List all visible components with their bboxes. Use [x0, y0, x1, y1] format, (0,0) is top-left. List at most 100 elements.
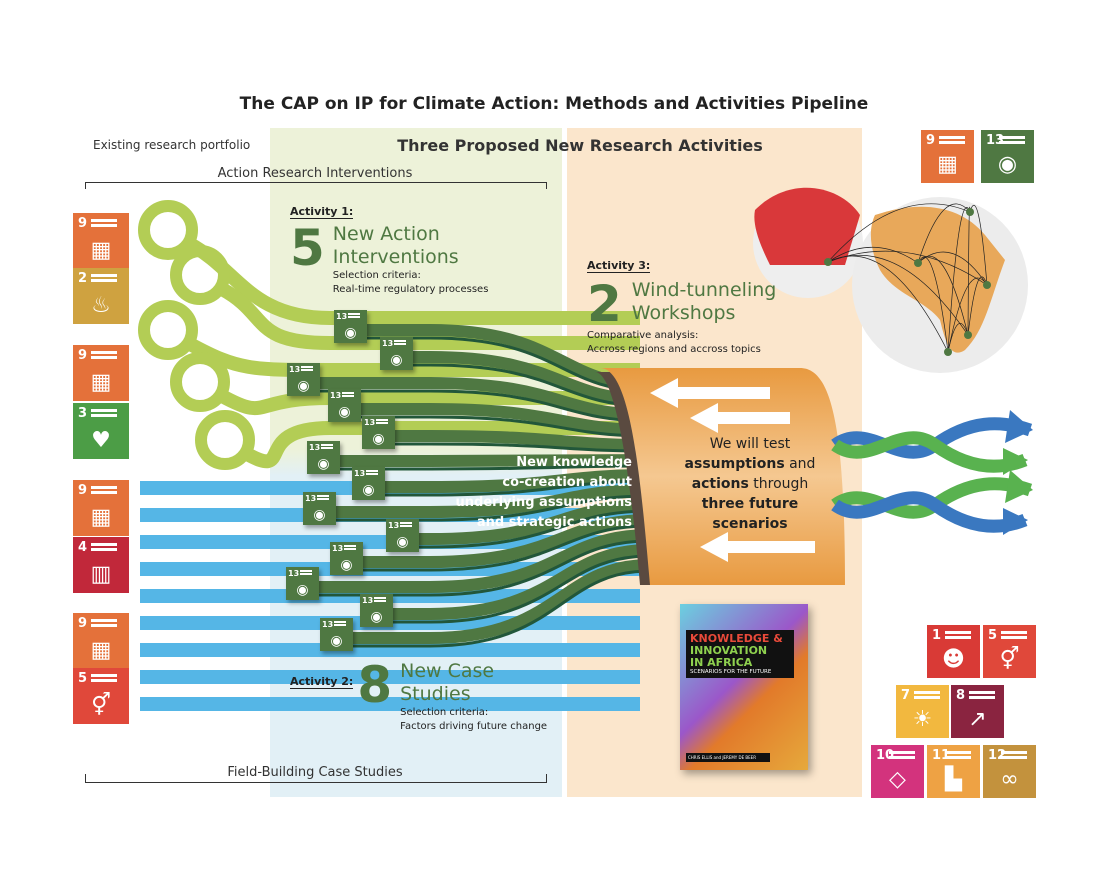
sdg-number: 13 — [305, 494, 317, 503]
three-activities-title: Three Proposed New Research Activities — [397, 136, 763, 155]
heartbeat-icon: ♥ — [91, 428, 111, 453]
tunnel-line: and — [784, 456, 816, 472]
ribbon-edge — [352, 479, 651, 497]
sdg-13-tile: 13◉ — [362, 416, 395, 449]
field-building-label: Field-Building Case Studies — [227, 765, 403, 780]
sdg-number: 2 — [78, 271, 88, 286]
sdg-13-tile: 13◉ — [303, 492, 336, 525]
sdg-number: 9 — [78, 348, 88, 363]
activity3-criteria-label: Comparative analysis: — [587, 330, 699, 341]
activity1-criteria-label: Selection criteria: — [332, 270, 421, 281]
sdg-12-tile: 12∞ — [983, 745, 1036, 798]
sdg-13-tile: 13◉ — [981, 130, 1034, 183]
wind-tunnel-text: We will test assumptions and actions thr… — [660, 434, 840, 534]
book-icon: ▥ — [90, 562, 112, 587]
connection-line — [947, 322, 969, 353]
connection-line — [969, 205, 988, 286]
activity2-name-2: Studies — [400, 683, 471, 705]
ribbon-edge — [320, 569, 651, 648]
sdg-number: 13 — [330, 391, 342, 400]
connection-line — [917, 251, 988, 286]
book-cover: KNOWLEDGE & INNOVATION IN AFRICA SCENARI… — [680, 604, 808, 770]
activity2-name-1: New Case — [400, 660, 495, 682]
sdg-10-tile: 10◇ — [871, 745, 924, 798]
equality-icon: ◇ — [889, 767, 906, 792]
sdg-9-tile: 9▦ — [73, 613, 129, 669]
activity3-criteria: Accross regions and accross topics — [587, 344, 761, 355]
tunnel-bold: assumptions — [684, 456, 785, 472]
ribbon-edge — [330, 524, 651, 572]
eye-earth-icon: ◉ — [296, 582, 309, 598]
activity2-tag: Activity 2: — [290, 675, 354, 689]
connection-line — [917, 255, 969, 336]
sdg-3-tile: 3♥ — [73, 403, 129, 459]
eye-earth-icon: ◉ — [390, 352, 403, 368]
book-title: KNOWLEDGE & — [690, 632, 783, 645]
sdg-9-tile: 9▦ — [73, 345, 129, 401]
sdg-11-tile: 11▙ — [927, 745, 980, 798]
sdg-4-tile: 4▥ — [73, 537, 129, 593]
sdg-13-tile: 13◉ — [307, 441, 340, 474]
sdg-9-tile: 9▦ — [921, 130, 974, 183]
sdg-13-tile: 13 ◉ — [320, 618, 353, 651]
eye-earth-icon: ◉ — [340, 557, 353, 573]
sdg-number: 9 — [78, 616, 88, 631]
activity2-block: Activity 2: 8 New Case Studies Selection… — [290, 660, 547, 734]
location-marker — [914, 259, 922, 267]
ribbon-edge — [362, 442, 651, 453]
eye-earth-icon: ◉ — [330, 633, 343, 649]
twisted-arrow-strand — [831, 431, 1028, 473]
dark-green-ribbon — [320, 559, 651, 644]
location-marker — [966, 208, 974, 216]
light-green-ribbon — [243, 421, 640, 469]
ribbon-edge — [386, 509, 651, 549]
sdg-number: 13 — [382, 339, 394, 348]
eye-earth-icon: ◉ — [396, 534, 409, 550]
book-title: INNOVATION — [690, 644, 768, 657]
people-icon: ☻ — [942, 647, 965, 672]
light-green-ribbon — [218, 389, 640, 416]
dark-green-ribbon — [352, 469, 651, 493]
sdg-number: 13 — [322, 620, 334, 629]
sdg-number: 13 — [362, 596, 374, 605]
activity1-number: 5 — [290, 219, 325, 277]
connection-line — [967, 276, 988, 336]
connection-line — [917, 256, 949, 353]
ribbon-edge — [286, 539, 651, 597]
book-title: IN AFRICA — [690, 656, 753, 669]
knowledge-line: New knowledge — [516, 455, 632, 470]
loop-ring — [195, 410, 255, 470]
activity3-number: 2 — [587, 275, 622, 333]
loop-ring — [170, 245, 230, 305]
existing-portfolio-label: Existing research portfolio — [93, 138, 251, 152]
sdg-number: 13 — [354, 469, 366, 478]
dark-green-ribbon — [360, 544, 651, 620]
sdg-13-tile: 13 ◉ — [328, 389, 361, 422]
infinity-icon: ∞ — [1000, 767, 1019, 792]
cubes-icon: ▦ — [90, 638, 112, 663]
sdg-13-tile: 13◉ — [334, 310, 367, 343]
cubes-icon: ▦ — [90, 238, 112, 263]
eye-earth-icon: ◉ — [338, 404, 351, 420]
sdg-13-tile: 13◉ — [287, 363, 320, 396]
gender-icon: ⚥ — [91, 693, 111, 718]
connection-line — [947, 277, 988, 353]
activity1-name-1: New Action — [332, 223, 440, 245]
connection-line — [827, 246, 919, 264]
sdg-number: 8 — [956, 688, 966, 703]
activity2-criteria: Factors driving future change — [400, 721, 548, 732]
connection-line — [827, 203, 971, 263]
city-icon: ▙ — [945, 767, 962, 792]
ribbon-edge — [328, 415, 651, 438]
eye-earth-icon: ◉ — [370, 609, 383, 625]
eye-earth-icon: ◉ — [317, 456, 330, 472]
light-green-ribbon — [218, 282, 640, 350]
sdg-number: 1 — [932, 628, 942, 643]
gender-icon: ⚥ — [999, 647, 1020, 672]
sdg-number: 13 — [364, 418, 376, 427]
wind-arrow — [690, 403, 790, 433]
sdg-number: 3 — [78, 406, 88, 421]
knowledge-line: underlying assumptions — [455, 495, 632, 510]
dark-green-ribbon — [307, 454, 651, 467]
dark-green-ribbon — [386, 499, 651, 545]
